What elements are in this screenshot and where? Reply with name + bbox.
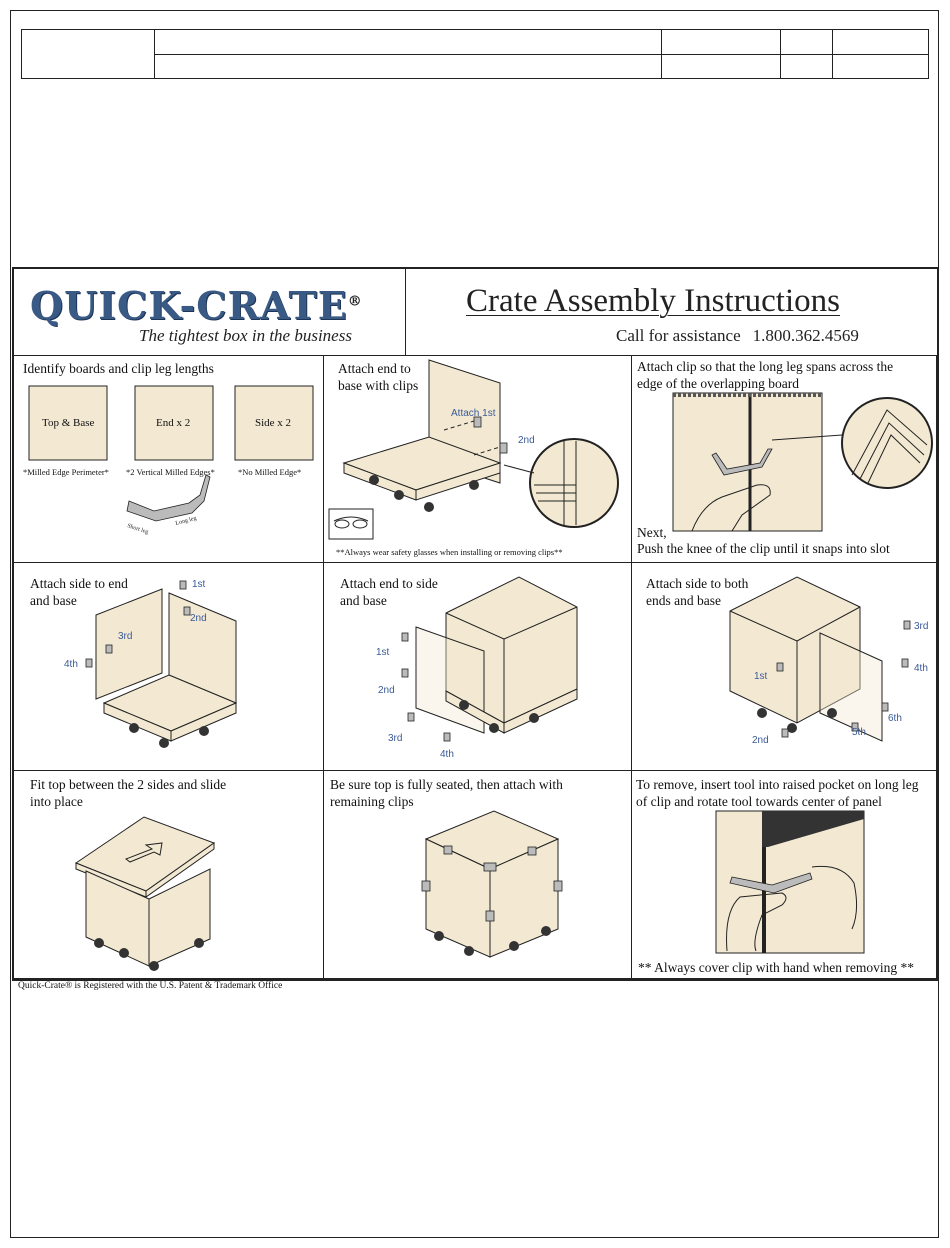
step-5-attach-end-to-side: Attach end to side and base 1st 2nd 3rd … (324, 563, 632, 771)
brand-tagline: The tightest box in the business (139, 326, 352, 345)
svg-text:4th: 4th (440, 749, 454, 760)
step-4-attach-side-to-end: Attach side to end and base 1st 2nd 3rd … (14, 563, 324, 771)
svg-text:Short leg: Short leg (126, 523, 149, 535)
svg-text:3rd: 3rd (118, 631, 132, 642)
svg-text:1st: 1st (376, 647, 390, 658)
svg-text:6th: 6th (888, 713, 902, 724)
svg-text:2nd: 2nd (190, 613, 207, 624)
step-2-attach-end-to-base: Attach end to base with clips Attach 1st (324, 355, 632, 563)
svg-text:2nd: 2nd (752, 735, 769, 746)
step-8-attach-remaining-clips: Be sure top is fully seated, then attach… (324, 771, 632, 979)
logo-area: QUICK-CRATE® The tightest box in the bus… (14, 269, 406, 355)
step-7-fit-top: Fit top between the 2 sides and slide in… (14, 771, 324, 979)
callout-attach-1st: Attach 1st (451, 408, 496, 419)
page-title: Crate Assembly Instructions (466, 283, 840, 319)
trademark-footer: Quick-Crate® is Registered with the U.S.… (18, 981, 283, 991)
header-form-table (21, 29, 929, 79)
svg-text:1st: 1st (754, 671, 768, 682)
svg-text:Long leg: Long leg (175, 516, 197, 527)
svg-text:5th: 5th (852, 727, 866, 738)
brand-logo: QUICK-CRATE® (30, 283, 363, 328)
svg-text:1st: 1st (192, 579, 206, 590)
title-row: QUICK-CRATE® The tightest box in the bus… (14, 269, 937, 356)
svg-text:3rd: 3rd (914, 621, 928, 632)
svg-text:4th: 4th (914, 663, 928, 674)
svg-text:2nd: 2nd (378, 685, 395, 696)
svg-text:4th: 4th (64, 659, 78, 670)
callout-2nd: 2nd (518, 435, 535, 446)
svg-text:3rd: 3rd (388, 733, 402, 744)
step-9-removal: To remove, insert tool into raised pocke… (632, 771, 937, 979)
step-1-identify-boards: Identify boards and clip leg lengths Sho… (14, 355, 324, 563)
phone-number: 1.800.362.4569 (752, 326, 859, 345)
step-6-attach-side-to-ends: Attach side to both ends and base 3rd 4t… (632, 563, 937, 771)
step-3-attach-clip: Attach clip so that the long leg spans a… (632, 355, 937, 563)
instruction-sheet: QUICK-CRATE® The tightest box in the bus… (12, 267, 939, 981)
